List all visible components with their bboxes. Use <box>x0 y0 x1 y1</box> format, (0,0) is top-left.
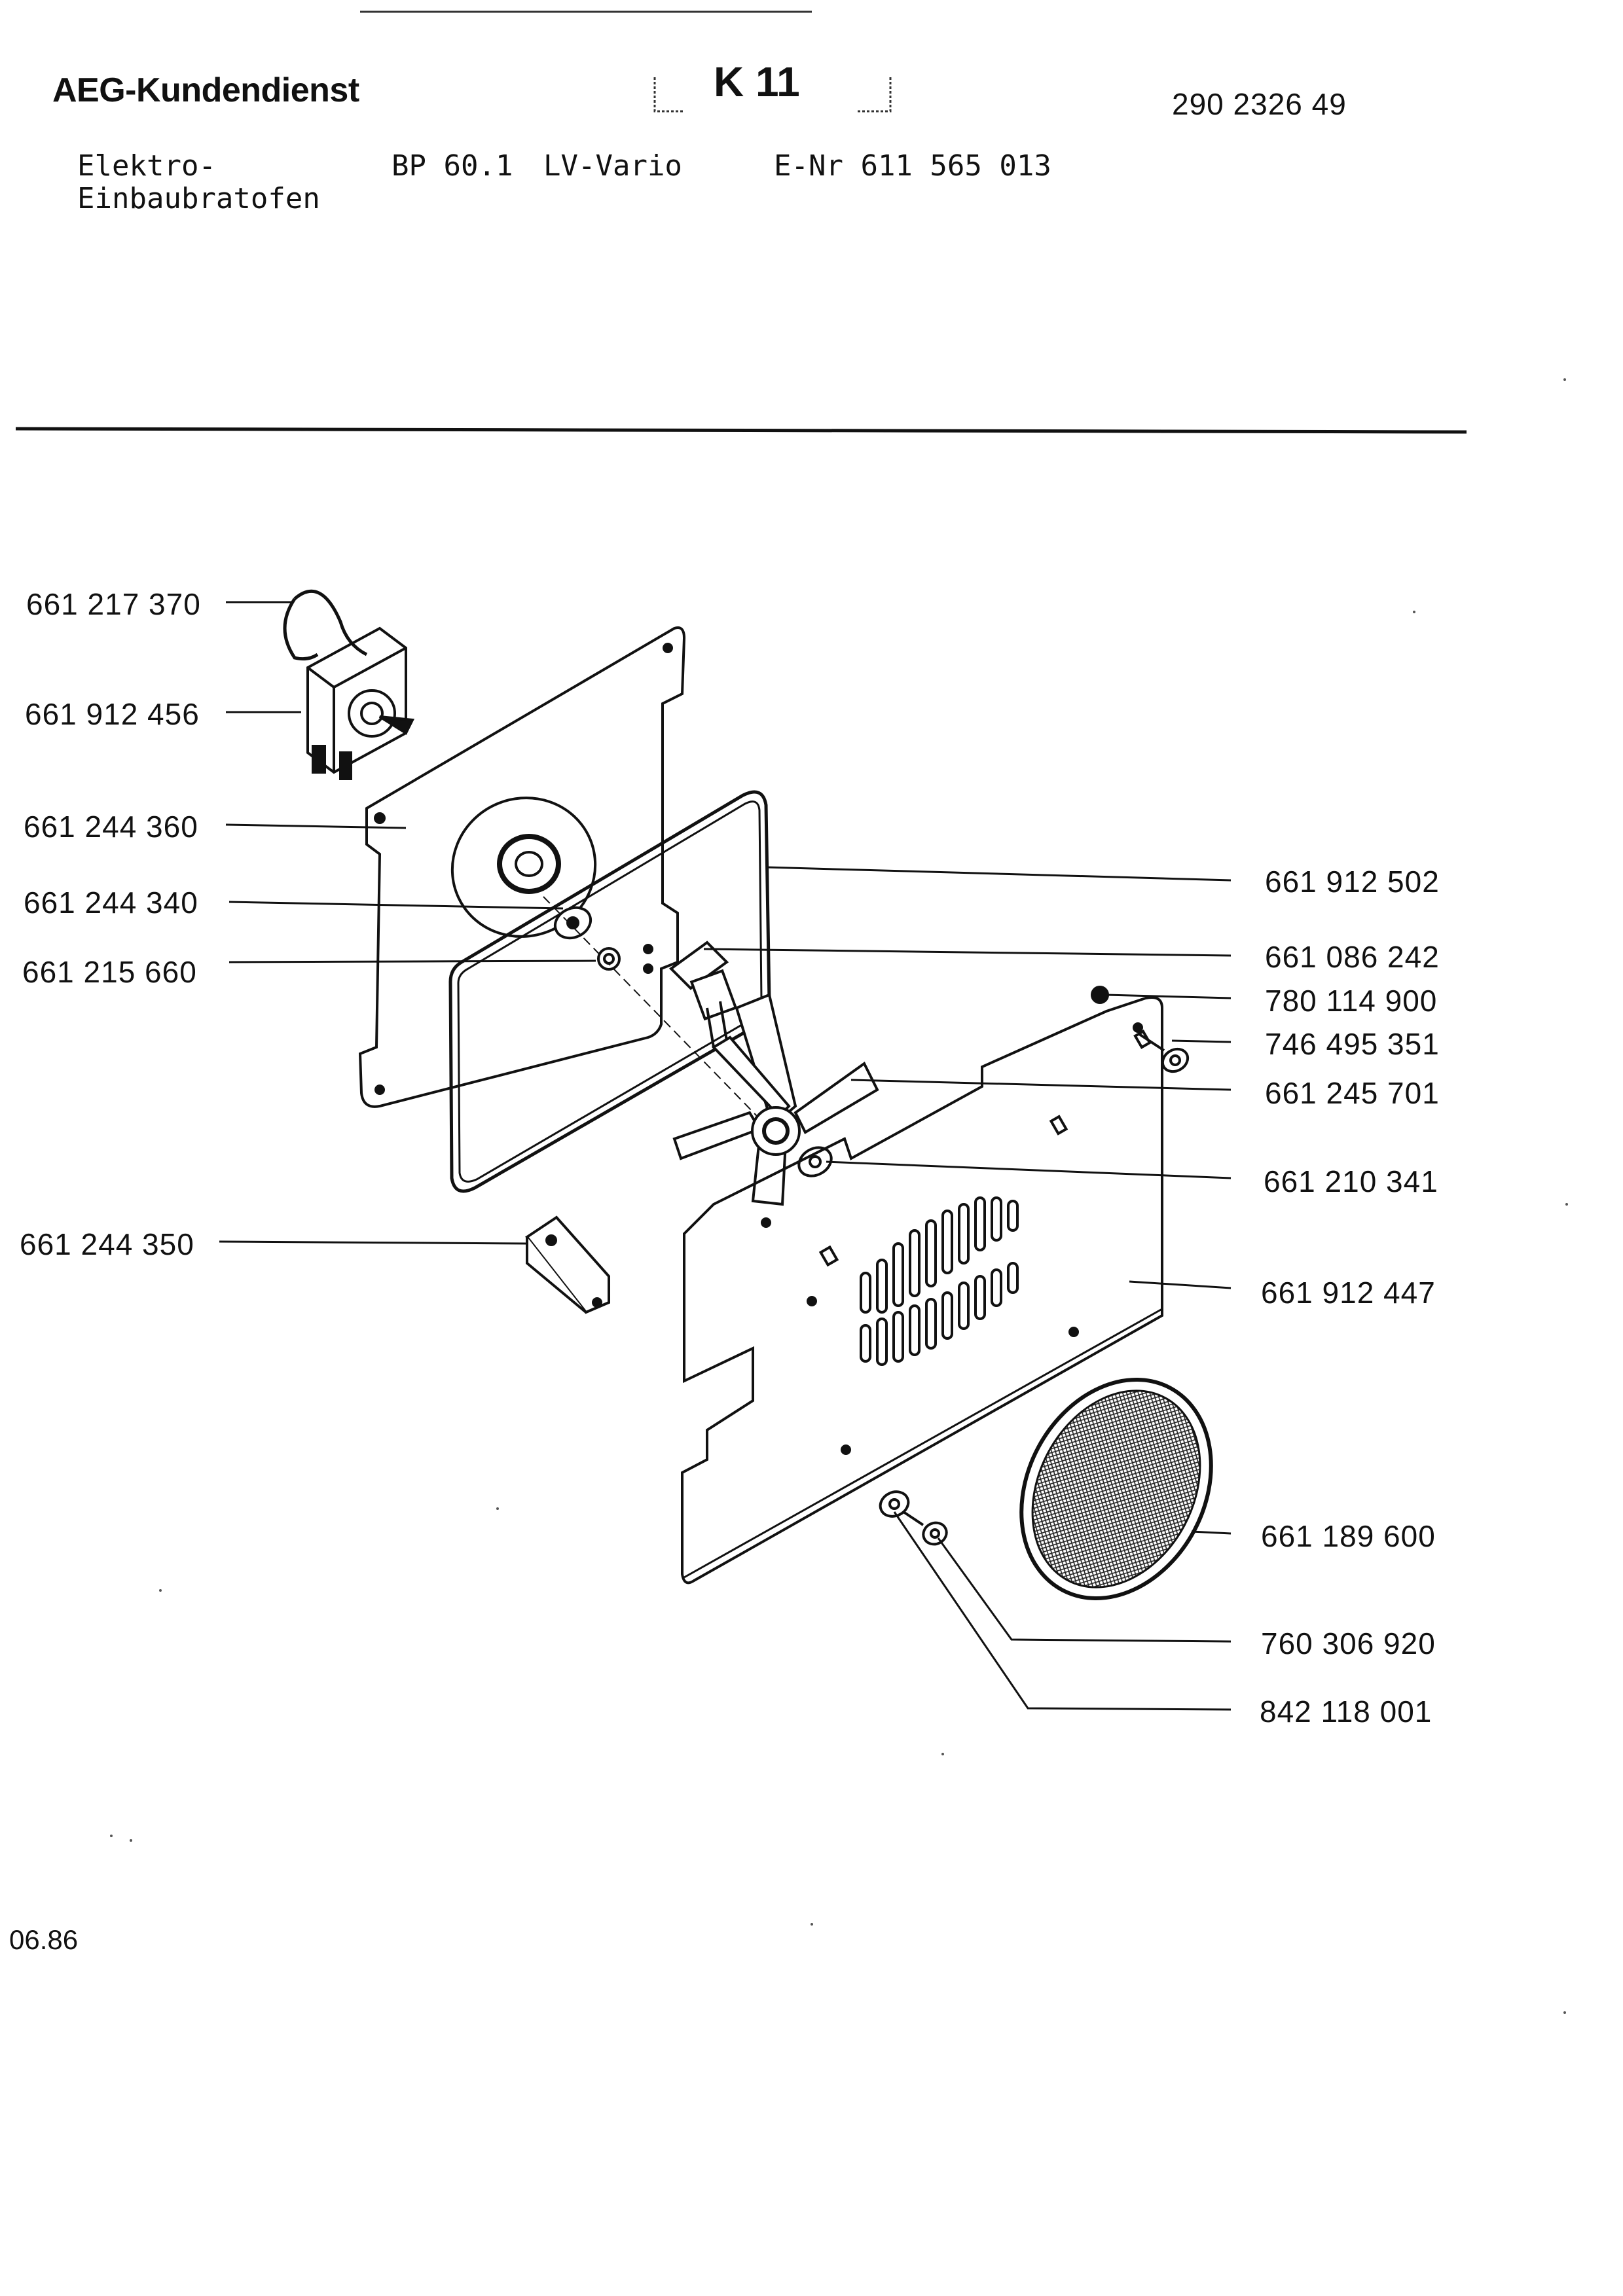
part-label: 661 215 660 <box>22 955 197 989</box>
motor-cable <box>283 589 368 661</box>
scan-specks <box>110 378 1568 2014</box>
fan-cover-panel <box>681 996 1163 1585</box>
part-label: 661 245 701 <box>1265 1076 1440 1110</box>
part-label: 661 210 341 <box>1264 1164 1438 1198</box>
leader-lines <box>219 601 1231 1711</box>
code-bracket-right <box>858 77 892 113</box>
grease-filter <box>1019 1377 1213 1601</box>
cover-screw <box>1091 986 1109 1004</box>
document-number: 290 2326 49 <box>1172 87 1347 121</box>
section-code: K 11 <box>714 58 800 105</box>
part-label: 661 912 456 <box>25 697 200 731</box>
part-label: 746 495 351 <box>1265 1027 1440 1061</box>
part-label: 661 189 600 <box>1261 1519 1436 1553</box>
e-number: E-Nr 611 565 013 <box>774 149 1051 183</box>
bottom-washer <box>879 1490 910 1518</box>
revision-date: 06.86 <box>9 1924 79 1955</box>
part-label: 760 306 920 <box>1261 1626 1436 1660</box>
model-variant: LV-Vario <box>543 149 682 183</box>
part-label: 661 244 360 <box>24 810 198 844</box>
part-label: 661 244 340 <box>24 886 198 920</box>
shaft-nut <box>597 947 621 971</box>
mounting-bracket <box>525 1215 610 1314</box>
fan-wheel <box>672 993 879 1206</box>
model-code: BP 60.1 <box>392 149 513 183</box>
cover-spacer <box>1138 1033 1190 1073</box>
header-divider <box>15 427 1467 434</box>
product-type-line2: Einbaubratofen <box>77 182 320 215</box>
back-panel <box>358 626 686 1108</box>
part-label: 661 912 447 <box>1261 1276 1436 1310</box>
bottom-screw <box>902 1511 948 1546</box>
brand-title: AEG-Kundendienst <box>52 71 359 109</box>
part-label: 661 912 502 <box>1265 865 1440 899</box>
element-terminal <box>668 941 738 1048</box>
product-type-line1: Elektro- <box>77 149 216 183</box>
shaft-axis <box>543 896 780 1139</box>
shaft-washer <box>553 906 593 940</box>
part-label: 661 217 370 <box>26 587 201 621</box>
code-bracket-left <box>653 77 685 113</box>
fan-motor <box>306 626 415 780</box>
part-label: 780 114 900 <box>1265 984 1438 1018</box>
part-label: 842 118 001 <box>1260 1695 1432 1729</box>
fan-nut <box>797 1146 833 1177</box>
part-label: 661 086 242 <box>1265 940 1440 974</box>
part-label: 661 244 350 <box>20 1227 194 1261</box>
